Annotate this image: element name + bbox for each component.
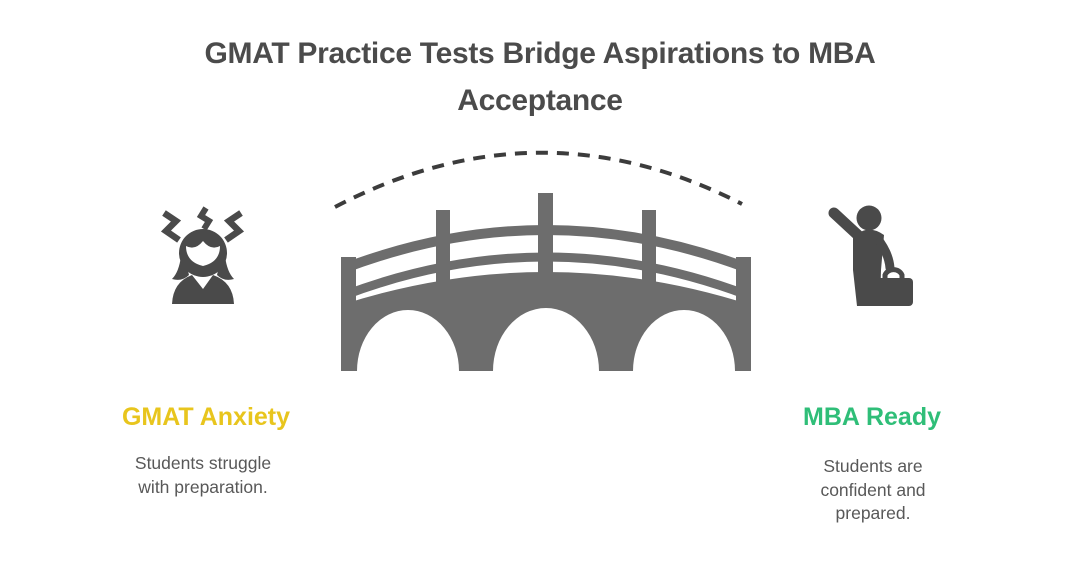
dashed-arc-icon	[334, 150, 743, 209]
student-hair-right-wing	[217, 256, 234, 280]
bridge-icon	[341, 193, 751, 371]
page-title: GMAT Practice Tests Bridge Aspirations t…	[204, 37, 876, 117]
student-hair-left-wing	[172, 256, 189, 280]
left-description: Students struggle with preparation.	[134, 453, 272, 497]
bridge-illustration	[334, 150, 751, 371]
stress-bolt-right-icon	[223, 210, 245, 243]
left-heading: GMAT Anxiety	[121, 403, 291, 431]
bridge-post	[436, 210, 450, 290]
professional-head	[856, 205, 882, 231]
bridge-post	[642, 210, 656, 290]
student-body	[172, 275, 234, 304]
bridge-deck	[341, 272, 751, 371]
briefcase-handle-icon	[882, 267, 905, 278]
briefcase-icon	[874, 278, 913, 306]
waving-arm	[828, 207, 867, 244]
right-description: Students are confident and prepared.	[820, 456, 926, 523]
briefcase-arm	[875, 237, 895, 273]
bridge-post	[341, 257, 356, 371]
bridge-post	[736, 257, 751, 371]
student-face	[186, 241, 220, 266]
stress-bolt-left-icon	[160, 210, 182, 243]
confident-professional-icon	[828, 205, 913, 306]
right-heading: MBA Ready	[803, 403, 941, 431]
stressed-student-icon	[160, 206, 245, 304]
bridge-post	[538, 193, 553, 273]
stress-bolt-center-icon	[196, 206, 214, 231]
